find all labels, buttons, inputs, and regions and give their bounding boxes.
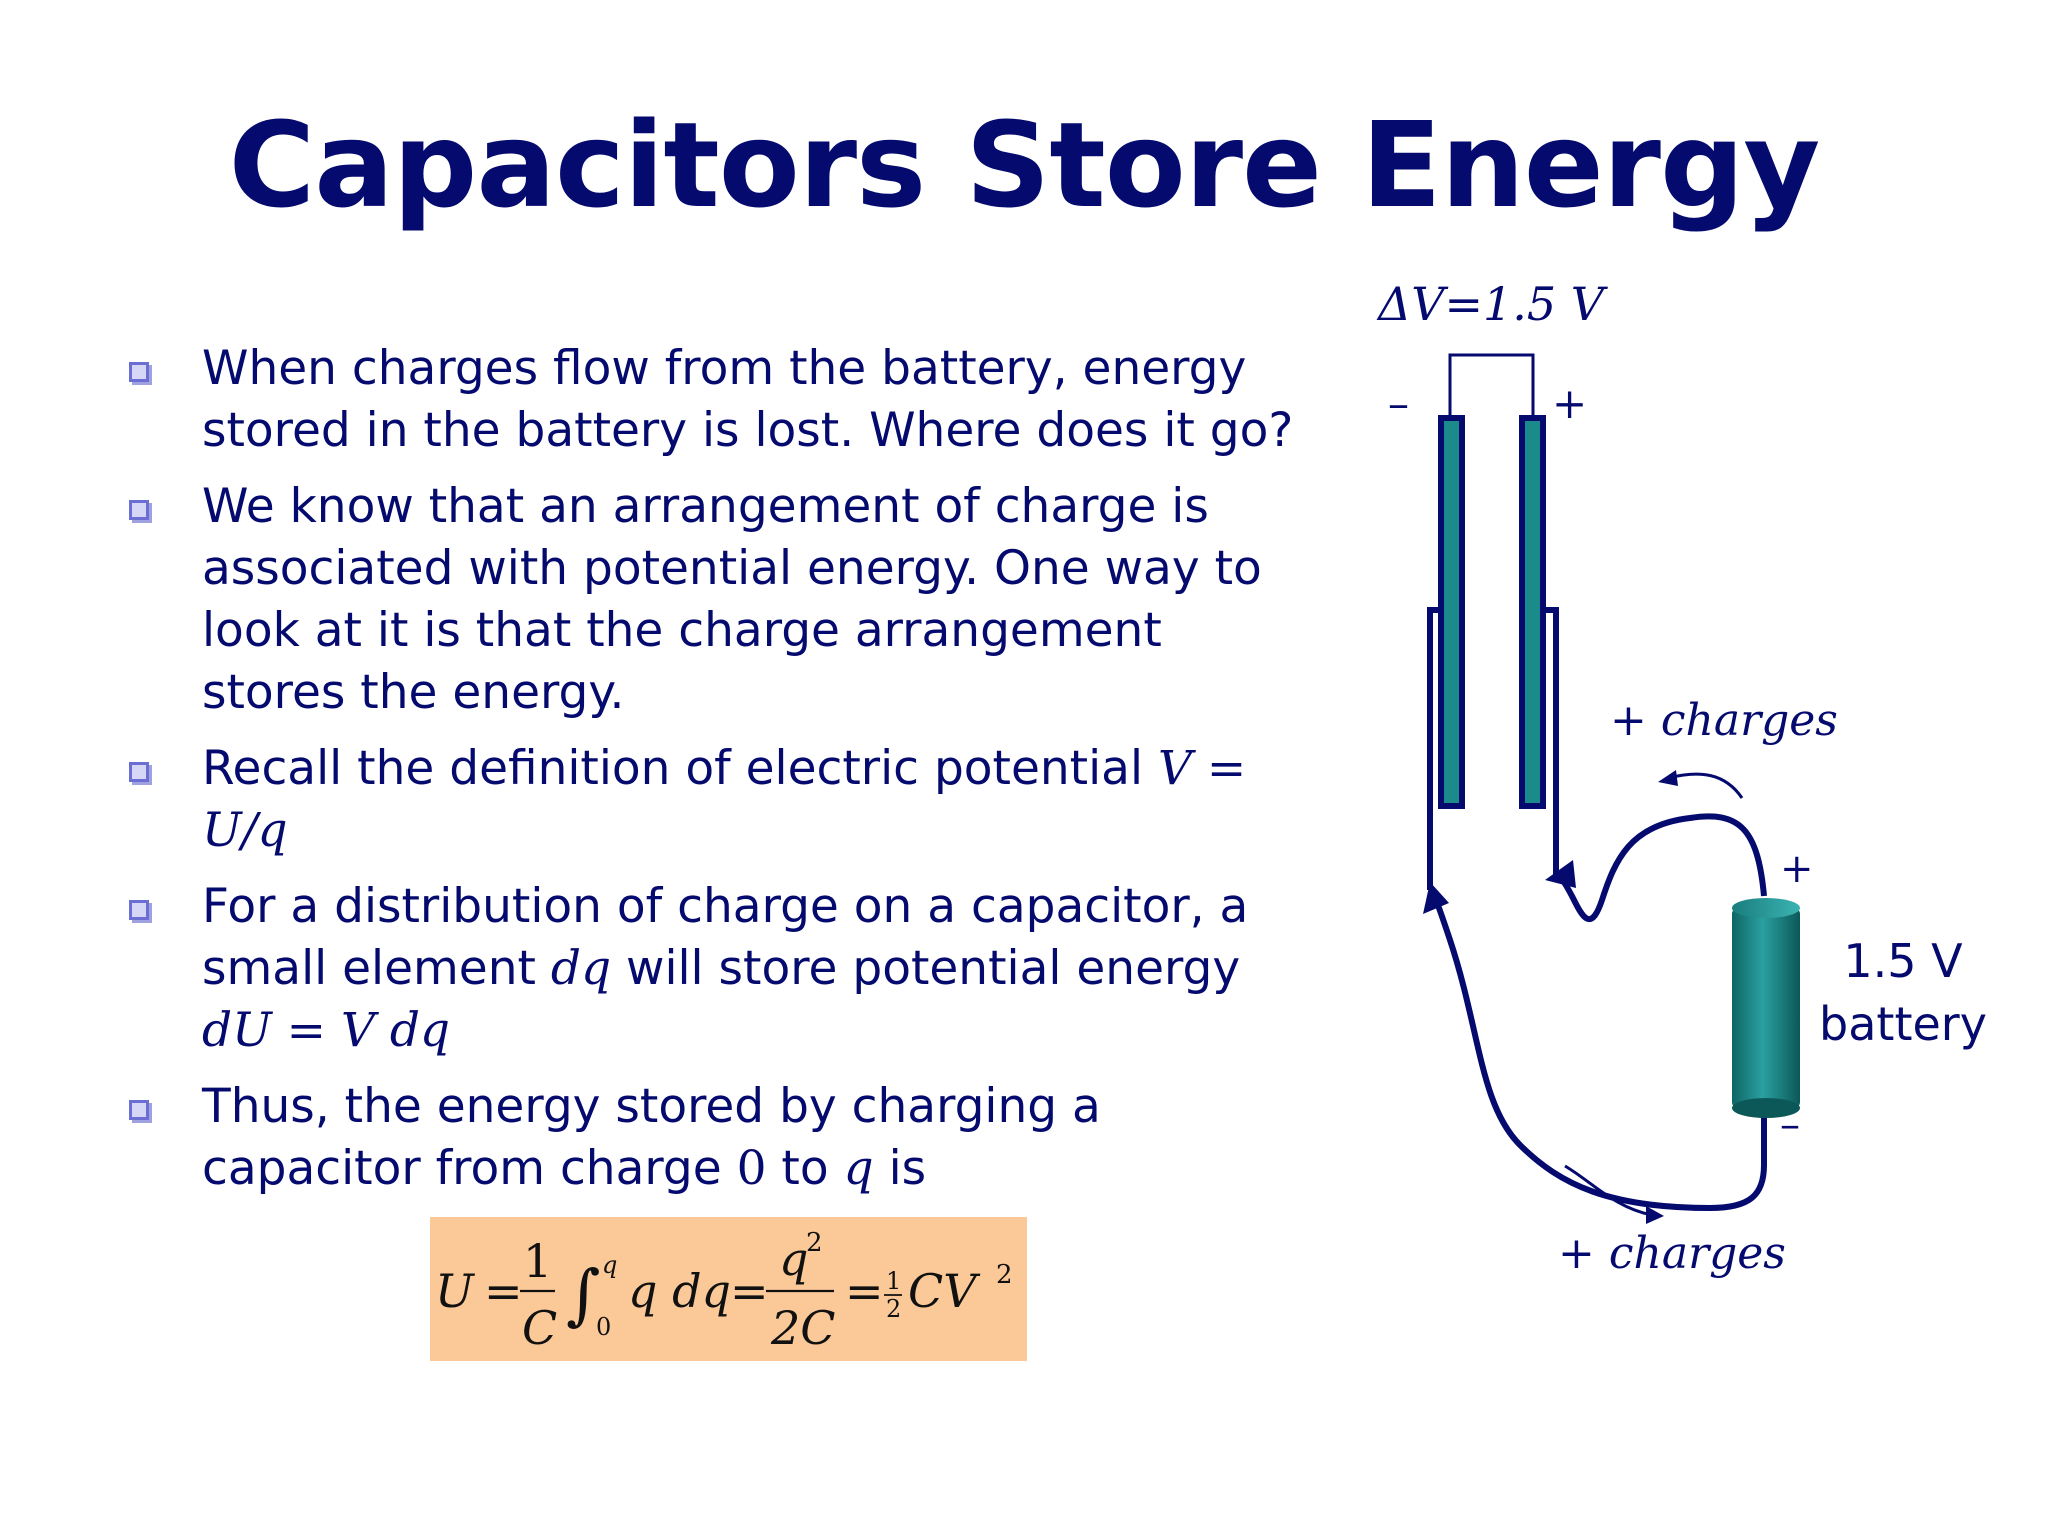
bullet-item: When charges flow from the battery, ener…: [120, 338, 1320, 462]
battery-body: [1732, 908, 1800, 1108]
wire-battery-to-left-plate: [1433, 898, 1767, 1212]
bullet-marker-icon: [129, 762, 149, 782]
lower-charges-arrow: [1564, 1164, 1653, 1217]
formula-integral-lower: 0: [596, 1313, 611, 1341]
formula-rhs-exponent: 2: [996, 1260, 1013, 1290]
formula-equals-3: =: [845, 1264, 884, 1318]
upper-charges-arrow: [1667, 772, 1744, 799]
bullet-item: For a distribution of charge on a capaci…: [120, 876, 1320, 1062]
lower-charges-label: + charges: [1558, 1228, 1786, 1279]
bullet-marker-icon: [129, 900, 149, 920]
bullet-text: is: [873, 1141, 927, 1196]
formula-frac1-denominator: C: [522, 1301, 557, 1355]
formula-integral-upper: q: [602, 1251, 617, 1279]
battery-top: [1732, 898, 1800, 918]
left-plate-minus-sign: –: [1388, 379, 1409, 428]
left-lead-wire: [1427, 607, 1441, 890]
bullet-marker-icon: [129, 500, 149, 520]
bullet-text: Recall the definition of electric potent…: [202, 741, 1158, 796]
battery-minus-sign: –: [1780, 1102, 1800, 1148]
upper-charges-arrowhead: [1658, 770, 1678, 786]
bullet-item: Thus, the energy stored by charging a ca…: [120, 1076, 1320, 1200]
bullet-text: Thus, the energy stored by charging a ca…: [202, 1079, 1101, 1196]
bullet-math: dq: [550, 941, 612, 996]
formula-half-denominator: 2: [886, 1295, 901, 1323]
bullet-text: will store potential energy: [611, 941, 1241, 996]
bullet-list: When charges flow from the battery, ener…: [120, 338, 1320, 1214]
bullet-text: to: [766, 1141, 844, 1196]
right-plate-plus-sign: +: [1552, 379, 1587, 428]
bullet-math: dU = V dq: [202, 1003, 451, 1058]
lower-charges-arrowhead: [1646, 1206, 1664, 1224]
bullet-text: When charges flow from the battery, ener…: [202, 341, 1294, 458]
formula-frac2-numerator: q: [779, 1232, 808, 1286]
bullet-item: Recall the definition of electric potent…: [120, 738, 1320, 862]
formula-frac2-denominator: 2C: [770, 1301, 835, 1355]
formula-equals-2: =: [730, 1264, 769, 1318]
formula-svg: U = 1 C ∫ q 0 q dq = q 2 2C = 1 2 CV 2: [435, 1228, 1013, 1355]
upper-charges-label: + charges: [1610, 695, 1838, 746]
battery-label: battery: [1819, 997, 1987, 1051]
formula-integrand: q dq: [628, 1264, 731, 1318]
energy-formula: U = 1 C ∫ q 0 q dq = q 2 2C = 1 2 CV 2: [430, 1217, 1027, 1361]
right-capacitor-plate: [1519, 415, 1546, 809]
slide-title: Capacitors Store Energy: [228, 96, 1821, 234]
battery-plus-sign: +: [1780, 846, 1814, 892]
bullet-math: q: [843, 1141, 874, 1196]
right-lead-wire: [1543, 607, 1559, 882]
formula-lhs: U: [435, 1264, 476, 1318]
formula-half-numerator: 1: [886, 1267, 901, 1295]
bullet-marker-icon: [129, 362, 149, 382]
formula-equals-1: =: [484, 1264, 523, 1318]
capacitor-circuit-diagram: ΔV=1.5 V – + + – 1.5 V battery + charges…: [1376, 277, 1987, 1279]
bullet-text: We know that an arrangement of charge is…: [202, 479, 1262, 720]
wire-lower-arrowhead: [1423, 882, 1449, 914]
bullet-item: We know that an arrangement of charge is…: [120, 476, 1320, 724]
bullet-math: V = U/q: [202, 741, 1247, 858]
bullet-math: 0: [736, 1141, 767, 1196]
battery-voltage-label: 1.5 V: [1843, 934, 1963, 988]
left-capacitor-plate: [1438, 415, 1465, 809]
formula-integral-sign: ∫: [566, 1256, 600, 1333]
voltage-label: ΔV=1.5 V: [1376, 277, 1609, 331]
wire-battery-to-right-plate: [1555, 813, 1767, 923]
formula-frac2-exponent: 2: [806, 1228, 823, 1258]
voltage-bracket: [1448, 353, 1535, 418]
wire-upper-arrowhead: [1545, 860, 1576, 888]
battery-bottom: [1732, 1098, 1800, 1118]
formula-rhs: CV: [908, 1264, 981, 1318]
bullet-text: For a distribution of charge on a capaci…: [202, 879, 1249, 996]
bullet-marker-icon: [129, 1100, 149, 1120]
formula-frac1-numerator: 1: [523, 1234, 552, 1288]
